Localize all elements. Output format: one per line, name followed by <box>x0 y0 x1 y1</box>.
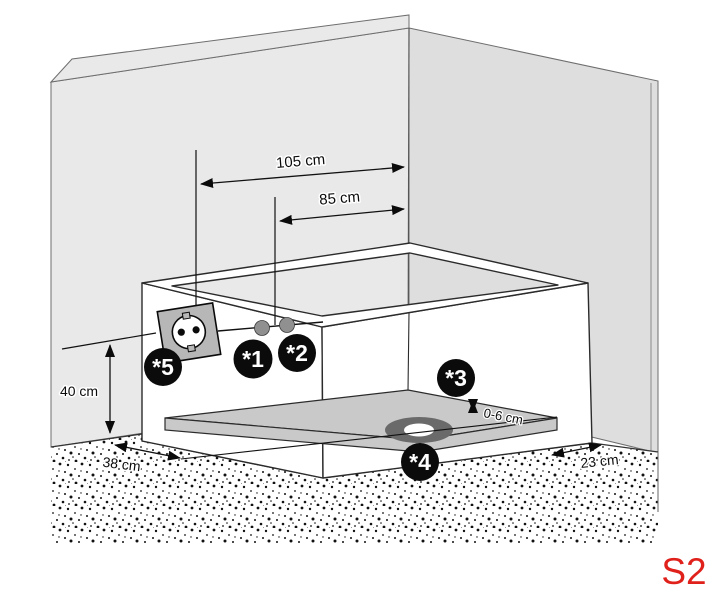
connection-line <box>217 321 324 332</box>
callout-1-circle <box>233 339 273 379</box>
callout-3-circle <box>437 359 475 397</box>
wall-left-top-edge <box>49 14 410 83</box>
dimension-85-arrow <box>279 205 405 225</box>
callout-4: *4 <box>401 443 439 481</box>
floor-drain-hole <box>404 423 434 437</box>
connection-point-1 <box>254 320 270 336</box>
socket-pin-hole-right <box>192 326 200 334</box>
corner-edge-through-tub <box>407 312 410 392</box>
callout-2: *2 <box>278 334 316 372</box>
socket-top-clip <box>181 311 191 320</box>
dimension-40-label: 40 cm <box>60 383 98 399</box>
dimension-40-ref-line <box>61 332 157 350</box>
power-outlet-icon <box>156 302 222 364</box>
callout-3-label: *3 <box>445 365 467 391</box>
dimension-105-arrow <box>200 163 405 188</box>
dimension-38-label: 38 cm <box>102 454 142 475</box>
dimension-23-arrow <box>551 442 602 458</box>
callout-5-label: *5 <box>152 354 174 380</box>
dimension-105-label: 105 cm <box>275 151 325 172</box>
callout-3: *3 <box>437 359 475 397</box>
callout-4-label: *4 <box>409 449 431 475</box>
floor-speckle-area <box>51 434 658 544</box>
connection-point-2 <box>279 317 295 333</box>
callout-5: *5 <box>144 348 182 386</box>
dimension-40: 40 cm <box>58 332 157 434</box>
callout-1: *1 <box>233 339 273 379</box>
dimension-23-label: 23 cm <box>580 451 620 471</box>
socket-pin-hole-left <box>177 328 185 336</box>
dimension-38: 38 cm <box>100 442 181 476</box>
dimension-23: 23 cm <box>551 442 621 472</box>
callout-2-label: *2 <box>286 340 308 366</box>
callout-5-circle <box>144 348 182 386</box>
dimension-85: 85 cm <box>274 187 405 325</box>
dimension-38-arrow <box>114 442 181 461</box>
callout-1-label: *1 <box>242 346 264 372</box>
bathtub-rim <box>141 242 589 328</box>
figure-code-label: S2 <box>661 551 706 592</box>
callout-4-circle <box>401 443 439 481</box>
socket-bottom-clip <box>186 344 196 353</box>
dimension-85-label: 85 cm <box>319 188 361 208</box>
callout-2-circle <box>278 334 316 372</box>
dimension-105: 105 cm <box>195 150 405 309</box>
drain-axis-line <box>180 416 558 460</box>
